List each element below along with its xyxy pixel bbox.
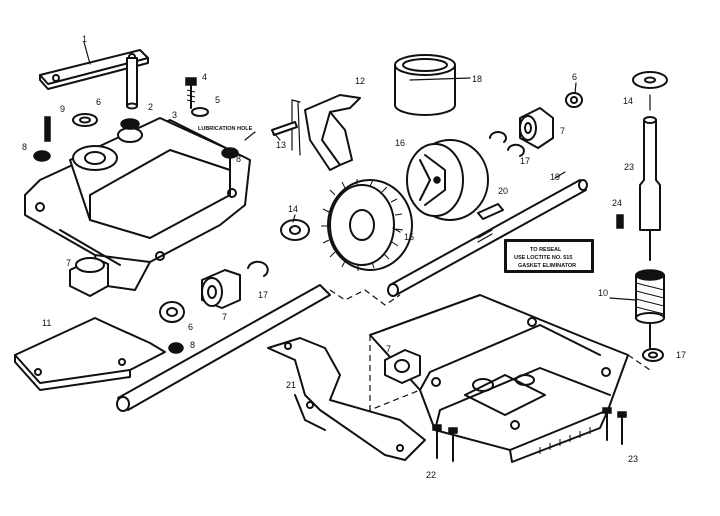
vertical-shaft-part — [632, 71, 668, 261]
callout-14a: 14 — [288, 204, 298, 214]
callout-13: 13 — [276, 140, 286, 150]
callout-4: 4 — [202, 72, 207, 82]
bolt-part — [185, 77, 209, 117]
leader-lines — [244, 77, 651, 301]
callout-16: 16 — [395, 138, 405, 148]
drive-shaft-part — [116, 284, 401, 412]
callout-6b: 6 — [188, 322, 193, 332]
lower-washer-part — [159, 301, 185, 323]
callout-7c: 7 — [560, 126, 565, 136]
callout-14b: 14 — [623, 96, 633, 106]
callout-5: 5 — [215, 95, 220, 105]
note-line-2: USE LOCTITE NO. 515 — [514, 255, 572, 261]
callout-12: 12 — [355, 76, 365, 86]
callout-2: 2 — [148, 102, 153, 112]
retaining-ring-part — [247, 260, 269, 277]
callout-23b: 23 — [628, 454, 638, 464]
gear-housing-cover-part — [24, 117, 251, 291]
callout-24: 24 — [612, 198, 622, 208]
callout-17c: 17 — [676, 350, 686, 360]
axle-shaft-part — [387, 179, 588, 297]
key-part — [477, 203, 504, 220]
callout-6a: 6 — [96, 97, 101, 107]
left-bearing-part — [69, 257, 109, 297]
dowel-pin-part — [44, 116, 51, 142]
callout-15: 15 — [404, 232, 414, 242]
callout-3: 3 — [172, 110, 177, 120]
callout-23a: 23 — [624, 162, 634, 172]
support-bracket-part — [267, 337, 426, 461]
callout-20: 20 — [498, 186, 508, 196]
gear-case-housing-part — [369, 294, 651, 463]
washer-part — [33, 113, 239, 162]
callout-8b: 8 — [236, 154, 241, 164]
callout-18: 18 — [472, 74, 482, 84]
callout-21: 21 — [286, 380, 296, 390]
case-bolt-part — [432, 407, 627, 462]
callout-9: 9 — [60, 104, 65, 114]
callout-1: 1 — [82, 34, 87, 44]
callout-10: 10 — [598, 288, 608, 298]
mounting-bracket-part — [14, 317, 184, 391]
callout-6c: 6 — [572, 72, 577, 82]
callout-7b: 7 — [222, 312, 227, 322]
case-bearing-part — [384, 349, 421, 384]
note-line-3: GASKET ELIMINATOR — [518, 263, 576, 269]
woodruff-key-part — [616, 214, 624, 229]
worm-gear-part — [321, 179, 413, 271]
upper-bearing-parts — [489, 92, 583, 157]
callout-7a: 7 — [66, 258, 71, 268]
callout-17b: 17 — [520, 156, 530, 166]
callout-22: 22 — [426, 470, 436, 480]
worm-part — [635, 269, 665, 362]
callout-8a: 8 — [22, 142, 27, 152]
flange-bearing-part — [201, 269, 241, 309]
top-bracket-part — [39, 41, 149, 110]
reseal-note-box — [504, 239, 594, 273]
shift-fork-part — [291, 94, 361, 171]
callout-11: 11 — [42, 318, 51, 328]
callout-17a: 17 — [258, 290, 268, 300]
clutch-pulley-part — [406, 139, 489, 221]
note-line-1: TO RESEAL — [530, 247, 562, 253]
bushing-part — [394, 54, 456, 116]
roll-pin-part — [271, 121, 298, 136]
thrust-washer-part — [280, 219, 310, 241]
callout-7d: 7 — [386, 344, 391, 354]
lubrication-hole-label: LUBRICATION HOLE — [198, 126, 253, 132]
callout-8c: 8 — [190, 340, 195, 350]
callout-19: 19 — [550, 172, 560, 182]
